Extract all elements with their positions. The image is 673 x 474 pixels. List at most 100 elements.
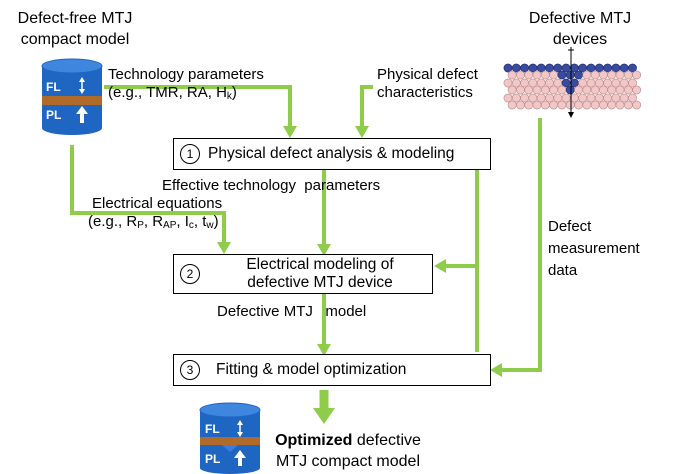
lattice-atom [524,70,534,80]
lattice-atom [532,85,542,95]
phys-defect-line2: characteristics [377,84,473,101]
lattice-atom [607,85,617,95]
box-physical-defect-analysis: 1 Physical defect analysis & modeling [173,138,491,170]
arrow-phys-defect [360,85,373,128]
arrow-tech-params [104,85,292,128]
box2-line2: defective MTJ device [247,274,393,291]
tech-params-line1: Technology parameters [108,66,264,83]
db-top-fl-label: FL [46,80,61,94]
lattice-atom [607,70,617,80]
lattice-atom [540,100,550,110]
lattice-atom [516,70,525,80]
lattice-atom [628,78,637,88]
lattice-atom [615,100,625,110]
elec-eq-label: Electrical equations (e.g., RP, RAP, Ic,… [88,195,223,235]
lattice-atom [557,85,567,95]
lattice-atom [549,100,559,110]
lattice-atom [507,100,517,110]
lattice-atom [557,70,567,80]
database-bottom-icon [199,402,261,474]
box-fitting-optimization: 3 Fitting & model optimization [173,354,491,386]
defect-meas-line2: measurement [548,240,640,257]
lattice-atom [557,100,567,110]
lattice-atom [590,100,600,110]
output-line2: MTJ compact model [275,453,421,470]
lattice-atom [615,70,625,80]
lattice-atom [607,100,617,110]
box2-line1: Electrical modeling of [246,256,394,273]
lattice-atom [574,85,583,95]
lattice-atom [574,100,583,110]
box2-text: Electrical modeling of defective MTJ dev… [208,256,432,292]
lattice-atom [540,70,550,80]
defect-meas-line3: data [548,262,578,279]
eff-params-label: Effective technology parameters [162,177,381,194]
output-label: Optimized defective MTJ compact model [258,430,438,472]
lattice-atom [540,85,550,95]
box1-label: Physical defect analysis & modeling [208,145,455,162]
lattice-atom [565,70,575,80]
elec-eq-line1: Electrical equations [92,195,223,212]
lattice-atom [582,70,592,80]
lattice-atom [615,85,625,95]
lattice-atom [549,85,559,95]
box-electrical-modeling: 2 Electrical modeling of defective MTJ d… [173,254,433,294]
defect-meas-line1: Defect [548,218,592,235]
lattice-atom [532,70,542,80]
defect-measurement-label: Defect measurement data [548,216,640,282]
box3-label: Fitting & model optimization [216,361,407,378]
phys-defect-label: Physical defect characteristics [377,66,478,102]
elec-eq-line2: (e.g., RP, RAP, Ic, tw) [88,213,219,231]
step-3-badge: 3 [180,360,200,380]
phys-defect-line1: Physical defect [377,66,478,83]
title-left-line1: Defect-free MTJ [17,10,133,27]
lattice-atom [582,100,592,110]
defect-probe-icon [568,47,574,118]
lattice-atom [524,100,534,110]
db-bottom-pl-label: PL [205,452,221,466]
lattice-atom [623,85,633,95]
lattice-atom [623,70,633,80]
lattice-atom [628,93,637,103]
defective-model-label: Defective MTJ model [217,303,367,320]
output-rest: defective [352,432,421,449]
lattice-atom [507,85,517,95]
title-left-line2: compact model [20,31,130,48]
lattice-atom [632,70,642,80]
lattice-atom [516,100,525,110]
title-right-line1: Defective MTJ [528,10,632,27]
step-1-badge: 1 [180,144,200,164]
db-top-pl-label: PL [46,108,62,122]
title-right-line2: devices [552,31,608,48]
lattice-atom [549,70,559,80]
arrow-elec-eq [70,145,226,244]
lattice-atom [565,100,575,110]
lattice-atom [590,85,600,95]
lattice-atom [599,70,608,80]
lattice-atom [516,85,525,95]
db-bottom-fl-label: FL [205,422,220,436]
lattice-atom [628,63,637,73]
lattice-atom [632,85,642,95]
lattice-atom [574,70,583,80]
output-line1: Optimized defective [258,430,438,451]
lattice-atom [582,85,592,95]
tech-params-line2: (e.g., TMR, RA, Hk) [108,84,237,102]
database-top-icon [41,58,103,135]
tech-params-label: Technology parameters (e.g., TMR, RA, Hk… [108,66,264,106]
lattice-atom [524,85,534,95]
title-left: Defect-free MTJ compact model [0,8,150,50]
lattice-atom [532,100,542,110]
lattice-atom [632,100,642,110]
lattice-atom [623,100,633,110]
output-bold: Optimized [275,432,353,449]
lattice-atom [590,70,600,80]
step-2-badge: 2 [180,264,200,284]
title-right: Defective MTJ devices [500,8,660,50]
lattice-atom [599,85,608,95]
arrow-measurement [500,118,542,372]
lattice-atom [599,100,608,110]
lattice-atom [507,70,517,80]
defective-mtj-lattice-icon [503,63,642,110]
